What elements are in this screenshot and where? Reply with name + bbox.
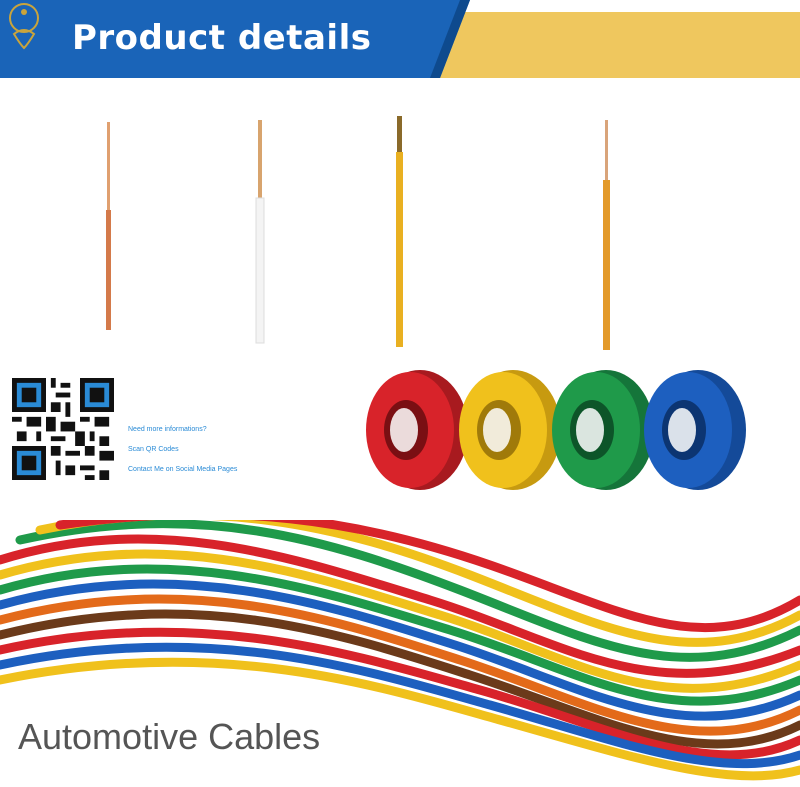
cable-spools-svg: [358, 370, 758, 520]
copper-wire: [106, 122, 111, 330]
qr-line-contact[interactable]: Contact Me on Social Media Pages: [128, 466, 238, 473]
orange-wire: [603, 120, 610, 350]
yellow-wire: [396, 116, 403, 347]
footer-title: Automotive Cables: [18, 716, 321, 757]
wire-samples-svg: [106, 116, 610, 350]
header-banner: Product details: [0, 0, 800, 80]
qr-code-icon[interactable]: [12, 378, 114, 480]
green-spool: [552, 370, 654, 490]
peacock-logo-icon: [9, 3, 39, 50]
cable-spools: [358, 355, 758, 520]
yellow-spool: [459, 370, 561, 490]
cable-bundle: [0, 509, 800, 782]
white-wire: [255, 120, 265, 344]
page-title: Product details: [72, 18, 372, 58]
wire-samples: [0, 110, 800, 355]
blue-spool: [644, 370, 746, 490]
qr-line-need-info[interactable]: Need more informations?: [128, 426, 207, 433]
qr-text: Need more informations? Scan QR Codes Co…: [128, 426, 237, 486]
banner-shapes: [0, 0, 800, 78]
cable-bundle-svg: [0, 509, 800, 781]
qr-section: Need more informations? Scan QR Codes Co…: [10, 378, 240, 488]
qr-line-scan[interactable]: Scan QR Codes: [128, 446, 179, 453]
red-spool: [366, 370, 468, 490]
